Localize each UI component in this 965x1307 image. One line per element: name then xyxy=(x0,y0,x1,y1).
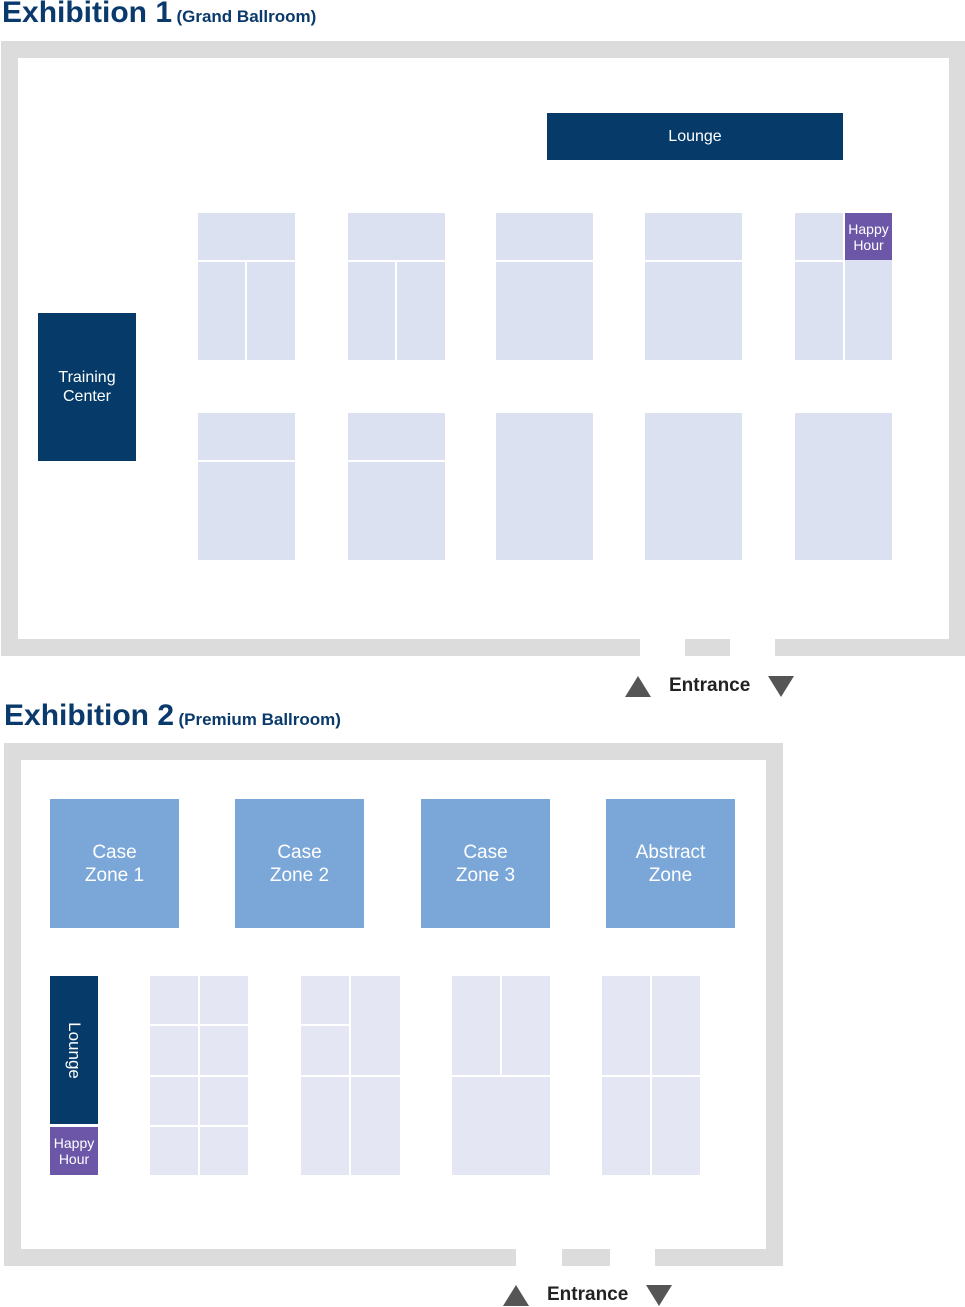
hall2-divider xyxy=(301,1024,350,1026)
hall2-divider xyxy=(452,1075,550,1077)
hall1-happy-hour-label: Happy Hour xyxy=(848,220,889,253)
hall1-divider xyxy=(198,460,295,462)
hall1-booth-r2c5[interactable] xyxy=(795,413,892,560)
training-center-label: Training Center xyxy=(58,369,116,405)
hall1-booth-r2c1[interactable] xyxy=(198,413,295,560)
zone-label: Case Zone 3 xyxy=(455,841,516,886)
hall2-wall-right xyxy=(766,743,783,1266)
hall2-subtitle: (Premium Ballroom) xyxy=(178,710,341,729)
hall1-happy-hour[interactable]: Happy Hour xyxy=(845,213,892,260)
hall1-wall-bottom-left xyxy=(1,639,640,656)
hall2-wall-left xyxy=(4,743,21,1266)
zone-label: Abstract Zone xyxy=(635,841,706,886)
hall1-wall-bottom-mid xyxy=(685,639,730,656)
case-zone-1[interactable]: Case Zone 1 xyxy=(50,799,179,928)
arrow-up-icon xyxy=(625,675,651,697)
hall1-booth-r1c3[interactable] xyxy=(496,213,593,360)
hall1-booth-r2c4[interactable] xyxy=(645,413,742,560)
hall2-entrance-label: Entrance xyxy=(547,1284,629,1305)
hall1-title-text: Exhibition 1 xyxy=(2,0,173,29)
hall1-divider xyxy=(245,262,247,360)
hall2-title: Exhibition 2 (Premium Ballroom) xyxy=(4,699,341,733)
case-zone-2[interactable]: Case Zone 2 xyxy=(235,799,364,928)
hall2-divider xyxy=(301,1075,400,1077)
hall2-title-text: Exhibition 2 xyxy=(4,699,175,732)
hall1-booth-r2c3[interactable] xyxy=(496,413,593,560)
hall1-entrance[interactable]: Entrance xyxy=(625,674,795,698)
hall2-happy-hour-label: Happy Hour xyxy=(53,1135,95,1167)
hall1-subtitle: (Grand Ballroom) xyxy=(176,7,317,26)
hall2-divider xyxy=(150,1125,248,1127)
hall1-lounge-label: Lounge xyxy=(668,128,722,145)
abstract-zone[interactable]: Abstract Zone xyxy=(606,799,735,928)
hall2-wall-bottom-left xyxy=(4,1249,516,1266)
hall1-title: Exhibition 1 (Grand Ballroom) xyxy=(2,0,316,30)
hall1-divider xyxy=(348,460,445,462)
hall1-wall-top xyxy=(1,41,965,58)
hall1-divider xyxy=(198,260,295,262)
hall2-happy-hour[interactable]: Happy Hour xyxy=(50,1127,98,1175)
hall1-wall-right xyxy=(949,41,965,656)
hall1-wall-bottom-right xyxy=(775,639,965,656)
hall1-divider xyxy=(795,260,845,262)
hall2-divider xyxy=(500,976,502,1076)
hall1-divider xyxy=(843,213,845,360)
hall1-lounge[interactable]: Lounge xyxy=(547,113,843,160)
hall2-wall-top xyxy=(4,743,783,760)
hall2-entrance[interactable]: Entrance xyxy=(503,1283,673,1307)
hall1-booth-r2c2[interactable] xyxy=(348,413,445,560)
hall2-wall-bottom-mid xyxy=(562,1249,610,1266)
training-center[interactable]: Training Center xyxy=(38,313,136,461)
hall1-entrance-label: Entrance xyxy=(669,675,751,696)
hall2-divider xyxy=(150,1075,248,1077)
zone-label: Case Zone 1 xyxy=(84,841,145,886)
arrow-up-icon xyxy=(503,1284,529,1306)
hall1-booth-r1c4[interactable] xyxy=(645,213,742,360)
hall1-divider xyxy=(645,260,742,262)
hall2-wall-bottom-right xyxy=(655,1249,783,1266)
hall1-divider xyxy=(496,260,593,262)
arrow-down-icon xyxy=(768,675,795,697)
hall1-wall-left xyxy=(1,41,18,656)
arrow-down-icon xyxy=(646,1284,673,1306)
hall2-divider xyxy=(150,1024,248,1026)
case-zone-3[interactable]: Case Zone 3 xyxy=(421,799,550,928)
zone-label: Case Zone 2 xyxy=(269,841,330,886)
hall2-divider xyxy=(602,1075,700,1077)
hall1-divider xyxy=(348,260,445,262)
hall2-lounge[interactable]: Lounge xyxy=(50,976,98,1124)
hall1-divider xyxy=(395,262,397,360)
hall2-lounge-label: Lounge xyxy=(64,1021,84,1079)
